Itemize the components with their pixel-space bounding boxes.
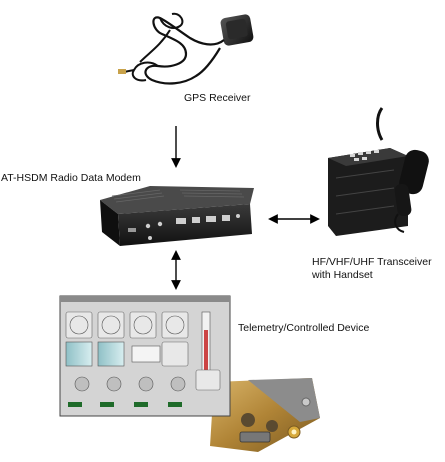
transceiver-label-line1: HF/VHF/UHF Transceiver [312, 256, 432, 269]
telemetry-label: Telemetry/Controlled Device [238, 322, 369, 335]
gps-receiver-image [118, 14, 254, 84]
radio-data-modem-image [100, 186, 254, 246]
transceiver-image [328, 108, 431, 236]
transceiver-label-line2: with Handset [312, 269, 373, 282]
modem-label: AT-HSDM Radio Data Modem [1, 172, 141, 185]
gps-receiver-label: GPS Receiver [184, 92, 251, 105]
telemetry-screen-image [60, 296, 230, 416]
